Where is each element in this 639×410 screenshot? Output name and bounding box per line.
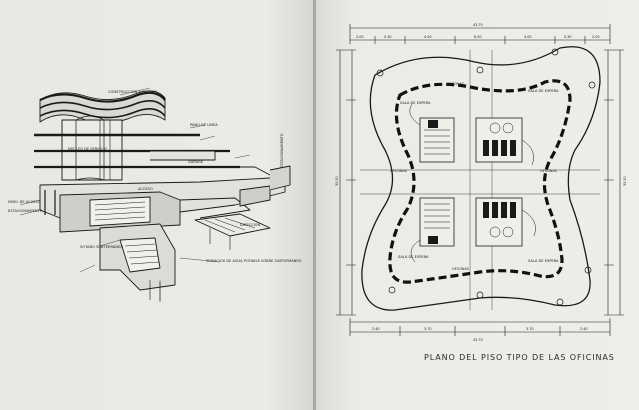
dim-top-part-3: 4.00 <box>424 35 432 39</box>
dim-top-part-4: 6.50 <box>474 35 482 39</box>
label-vertical: ESTACIONAMIENTO <box>280 133 284 168</box>
label-sala-tr: SALA DE ESPERA <box>528 89 559 93</box>
dim-left-total: 35.50 <box>335 176 339 186</box>
label-oficinas-right: OFICINAS <box>540 169 558 173</box>
dim-top-part-7: 2.00 <box>592 35 600 39</box>
label-nucleo: NUCLEO DE SERVICIO <box>68 147 107 151</box>
label-side: DIRECCION <box>240 223 261 227</box>
dim-top-part-2: 5.30 <box>384 35 392 39</box>
book-gutter <box>313 0 317 410</box>
left-drawing-labels: CONSTRUCCION A FUTURO PANO DE LINEA NUCL… <box>8 90 302 263</box>
label-bottom-note: SERVICIOS DE AGUA POTABLE SOBRE SUBTERRA… <box>206 259 302 263</box>
label-pano: PANO DE LINEA <box>190 123 218 127</box>
dim-top-part-5: 4.00 <box>524 35 532 39</box>
label-sala-bl: SALA DE ESPERA <box>398 255 429 259</box>
dim-bottom-part-4: 2.40 <box>580 327 588 331</box>
label-estac: ESTACIONAMIENTO <box>8 209 43 213</box>
plan-caption: PLANO DEL PISO TIPO DE LAS OFICINAS <box>424 353 615 362</box>
label-sala-tl: SALA DE ESPERA <box>400 101 431 105</box>
dim-top-part-1: 2.00 <box>356 35 364 39</box>
dim-top-total: 43.70 <box>473 23 483 27</box>
label-acceso: ACCESO <box>138 187 153 191</box>
label-garage: GARAGE <box>188 160 204 164</box>
label-nivel: NIVEL DE ACCESO <box>8 200 41 204</box>
dim-bottom-part-1: 2.40 <box>372 327 380 331</box>
dim-bottom-total: 43.70 <box>473 338 483 342</box>
dim-right-total: 35.50 <box>623 176 627 186</box>
dim-bottom-part-3: 3.70 <box>526 327 534 331</box>
label-oficinas-top: OFICINAS <box>447 82 465 86</box>
label-sala-br: SALA DE ESPERA <box>528 259 559 263</box>
axonometric-section-drawing: CONSTRUCCION A FUTURO PANO DE LINEA NUCL… <box>8 87 302 302</box>
dim-bottom-part-2: 3.70 <box>424 327 432 331</box>
label-construction: CONSTRUCCION A FUTURO <box>108 90 157 94</box>
label-oficinas-bottom: OFICINAS <box>452 267 470 271</box>
label-oficinas-left: OFICINAS <box>390 169 408 173</box>
label-sotano: SOTANO SUBTERRANEO <box>80 245 123 249</box>
dim-top-part-6: 5.30 <box>564 35 572 39</box>
